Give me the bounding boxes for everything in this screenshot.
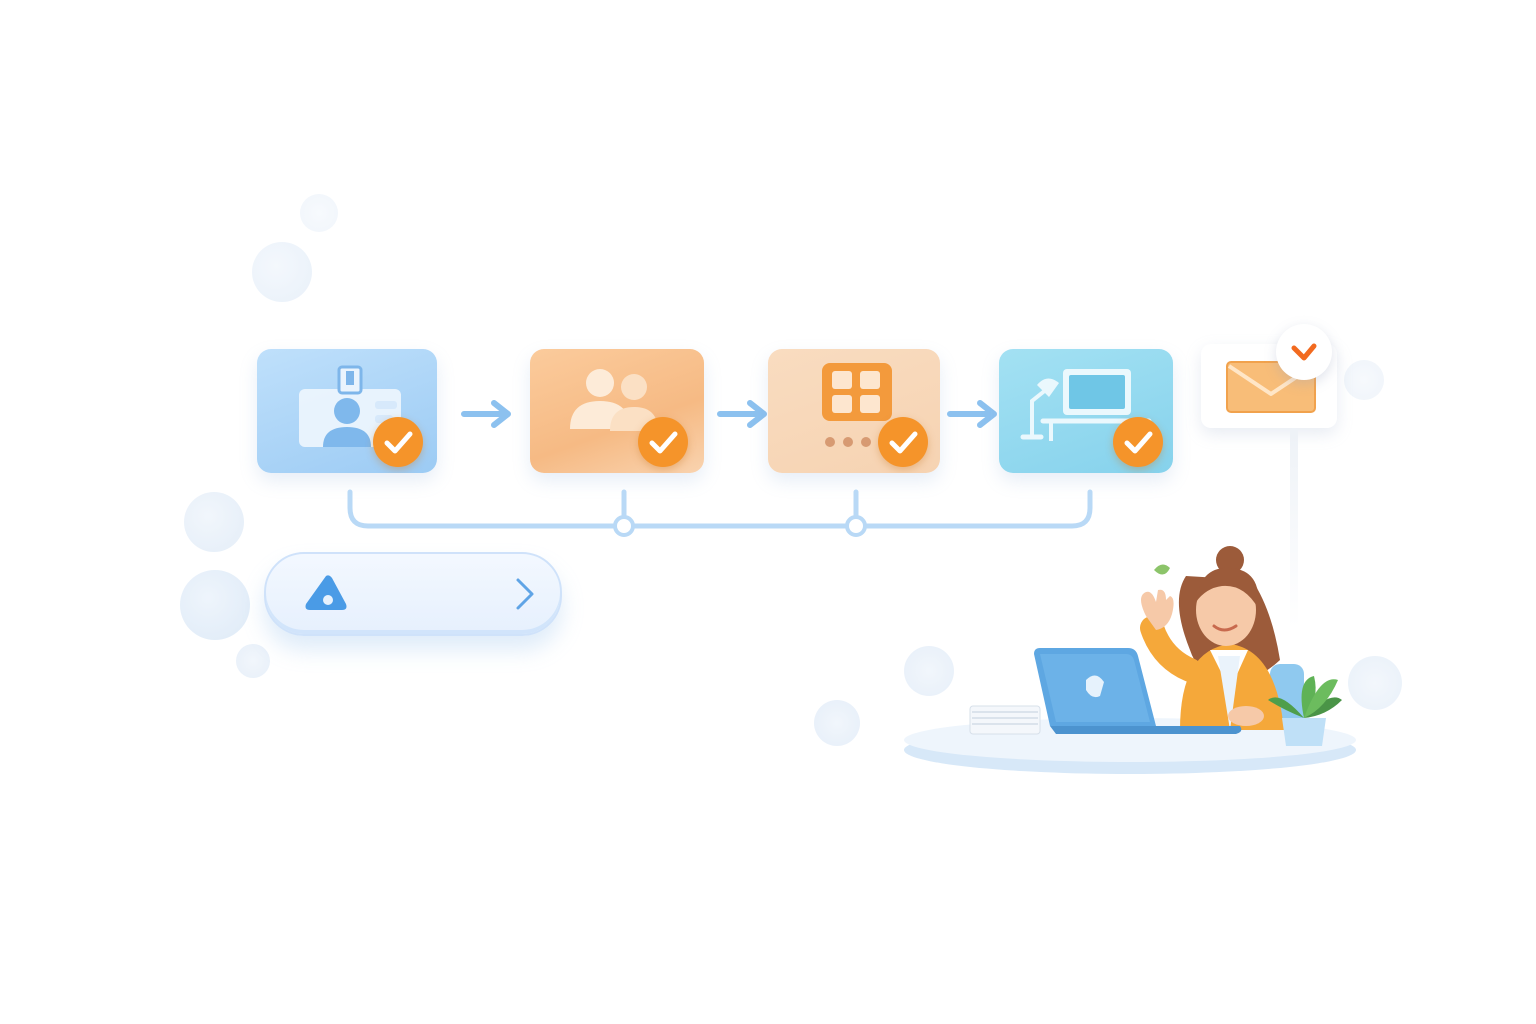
mail-badge <box>1276 324 1332 380</box>
heart-icon <box>1291 343 1317 361</box>
action-pill[interactable] <box>264 552 562 636</box>
check-complete-icon <box>878 417 928 467</box>
check-complete-icon <box>1113 417 1163 467</box>
decor-bubble <box>1344 360 1384 400</box>
decor-bubble <box>904 646 954 696</box>
check-complete-icon <box>638 417 688 467</box>
decor-bubble <box>180 570 250 640</box>
decor-bubble <box>814 700 860 746</box>
triangle-marker-icon <box>305 575 347 610</box>
chevron-right-icon[interactable] <box>510 576 540 612</box>
woman-laptop-illustration <box>904 546 1356 774</box>
arrow-right-icon <box>947 400 997 428</box>
decor-bubble <box>1348 656 1402 710</box>
step-card-team <box>530 349 704 473</box>
connector-node <box>613 515 635 537</box>
decor-bubble <box>236 644 270 678</box>
check-complete-icon <box>373 417 423 467</box>
mail-stem <box>1290 428 1298 628</box>
decor-bubble <box>252 242 312 302</box>
arrow-right-icon <box>461 400 511 428</box>
step-card-workspace <box>999 349 1173 473</box>
decor-bubble <box>300 194 338 232</box>
connector-bracket <box>347 489 1093 537</box>
app-grid-icon <box>822 363 892 447</box>
decor-bubble <box>184 492 244 552</box>
arrow-right-icon <box>717 400 767 428</box>
step-card-id-badge <box>257 349 437 473</box>
connector-node <box>845 515 867 537</box>
step-card-apps <box>768 349 940 473</box>
